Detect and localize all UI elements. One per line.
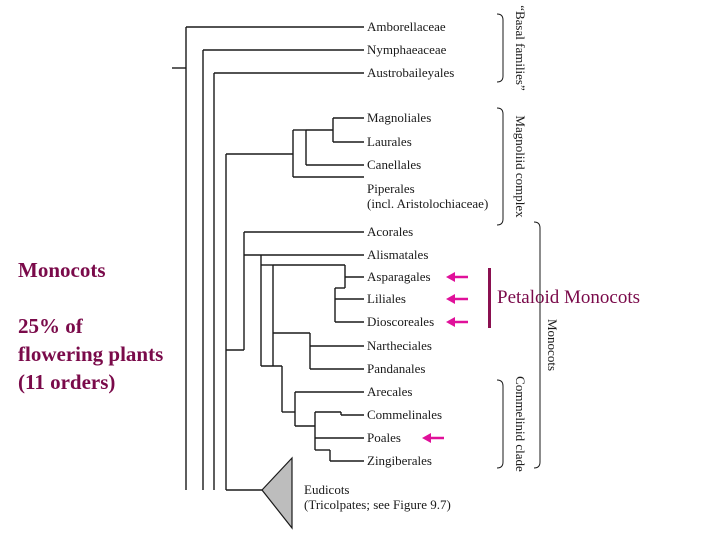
bracket-label-commelinid: Commelinid clade <box>513 376 528 472</box>
taxon-label-pandanales: Pandanales <box>367 361 425 376</box>
stats-line-plants: flowering plants <box>18 342 164 366</box>
petaloid-bar <box>488 268 491 328</box>
taxon-label-nymphaeaceae: Nymphaeaceae <box>367 42 447 57</box>
taxon-label-canellales: Canellales <box>367 157 421 172</box>
bracket-basal <box>496 13 504 83</box>
bracket-label-basal: “Basal families” <box>513 5 528 91</box>
arrowhead-liliales <box>446 294 455 304</box>
taxon-label-zingiberales: Zingiberales <box>367 453 432 468</box>
taxon-label-dioscoreales: Dioscoreales <box>367 314 434 329</box>
bracket-monocots <box>533 221 541 469</box>
monocots-heading: Monocots <box>18 258 106 282</box>
bracket-magnoliid <box>496 107 504 226</box>
eudicots-clade-triangle <box>261 456 293 530</box>
arrowhead-dioscoreales <box>446 317 455 327</box>
taxon-label-eudicots: Eudicots <box>304 482 350 497</box>
arrowhead-asparagales <box>446 272 455 282</box>
taxon-label-poales: Poales <box>367 430 401 445</box>
bracket-label-magnoliid: Magnoliid complex <box>513 115 528 218</box>
taxon-label-eudicots: (Tricolpates; see Figure 9.7) <box>304 497 451 512</box>
taxon-label-nartheciales: Nartheciales <box>367 338 432 353</box>
stats-line-orders: (11 orders) <box>18 370 116 394</box>
taxon-label-amborellaceae: Amborellaceae <box>367 19 446 34</box>
taxon-label-liliales: Liliales <box>367 291 406 306</box>
arrowhead-poales <box>422 433 431 443</box>
bracket-commelinid <box>496 379 504 469</box>
taxon-label-austrobaileyales: Austrobaileyales <box>367 65 454 80</box>
taxon-label-laurales: Laurales <box>367 134 412 149</box>
bracket-label-monocots: Monocots <box>545 319 560 371</box>
taxon-label-commelinales: Commelinales <box>367 407 442 422</box>
petaloid-monocots-label: Petaloid Monocots <box>497 287 641 308</box>
taxon-label-alismatales: Alismatales <box>367 247 428 262</box>
taxon-label-arecales: Arecales <box>367 384 412 399</box>
taxon-label-piperales: Piperales <box>367 181 415 196</box>
taxon-label-acorales: Acorales <box>367 224 413 239</box>
monocots-stats: 25% of flowering plants (11 orders) <box>18 312 163 396</box>
stats-line-percent: 25% of <box>18 314 83 338</box>
taxon-label-asparagales: Asparagales <box>367 269 431 284</box>
taxon-label-magnoliales: Magnoliales <box>367 110 431 125</box>
taxon-label-piperales: (incl. Aristolochiaceae) <box>367 196 488 211</box>
